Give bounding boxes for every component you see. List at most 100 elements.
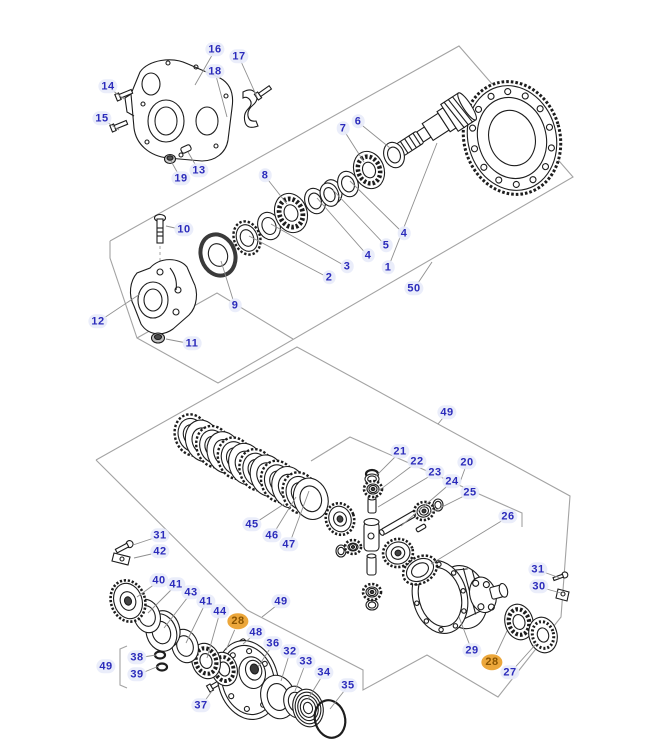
- callout-34[interactable]: 34: [314, 665, 334, 680]
- callout-7[interactable]: 7: [336, 121, 350, 136]
- callout-22[interactable]: 22: [407, 454, 427, 469]
- nut-11: [150, 332, 166, 344]
- callout-16[interactable]: 16: [205, 42, 225, 57]
- callout-27[interactable]: 27: [500, 665, 520, 680]
- callout-4[interactable]: 4: [397, 226, 411, 241]
- callout-2[interactable]: 2: [322, 270, 336, 285]
- callout-17[interactable]: 17: [229, 49, 249, 64]
- callout-13[interactable]: 13: [189, 163, 209, 178]
- pin-13: [180, 144, 192, 154]
- bearing-7: [352, 150, 386, 190]
- assembly_49_box: [95, 346, 571, 698]
- pinion-pin-23: [367, 495, 377, 514]
- callout-30[interactable]: 30: [529, 579, 549, 594]
- bevel-gear-25: [412, 500, 436, 522]
- callout-26[interactable]: 26: [498, 509, 518, 524]
- callout-24[interactable]: 24: [442, 474, 462, 489]
- callout-33[interactable]: 33: [296, 654, 316, 669]
- callout-40[interactable]: 40: [149, 573, 169, 588]
- callout-8[interactable]: 8: [258, 168, 272, 183]
- ring-low: [365, 599, 379, 611]
- callout-6[interactable]: 6: [351, 114, 365, 129]
- callout-1[interactable]: 1: [381, 260, 395, 275]
- gear-40: [109, 579, 147, 623]
- pinion-housing: [124, 59, 234, 162]
- callout-10[interactable]: 10: [174, 222, 194, 237]
- callout-37[interactable]: 37: [191, 698, 211, 713]
- callout-31[interactable]: 31: [528, 562, 548, 577]
- spacer-5: [319, 179, 343, 207]
- bracket_49_left: [119, 645, 128, 689]
- callout-29[interactable]: 29: [462, 643, 482, 658]
- nut-19: [163, 153, 177, 165]
- ring-38: [153, 650, 167, 660]
- callout-11[interactable]: 11: [182, 336, 202, 351]
- spider-pin-mid: [363, 517, 380, 552]
- callout-21[interactable]: 21: [390, 444, 410, 459]
- bearing-28-right: [504, 603, 534, 641]
- assembly_50_box: [109, 45, 574, 384]
- callout-41[interactable]: 41: [196, 594, 216, 609]
- callout-41[interactable]: 41: [166, 577, 186, 592]
- bearing-8: [273, 192, 309, 234]
- bolt-10: [153, 213, 167, 244]
- clamp-42: [111, 552, 131, 566]
- ring-39: [155, 662, 169, 672]
- bevel-gear-main: [324, 501, 356, 537]
- pinion-shaft: [396, 92, 477, 156]
- yoke-12: [129, 259, 198, 335]
- callout-20[interactable]: 20: [457, 455, 477, 470]
- oring-35: [313, 699, 347, 739]
- ring-gear: [461, 80, 563, 196]
- pin-25: [415, 523, 427, 533]
- callout-36[interactable]: 36: [263, 636, 283, 651]
- callout-9[interactable]: 9: [228, 298, 242, 313]
- callout-44[interactable]: 44: [210, 604, 230, 619]
- locknut-2: [232, 220, 262, 256]
- callout-50[interactable]: 50: [404, 281, 424, 296]
- callout-43[interactable]: 43: [181, 585, 201, 600]
- spider-pin-low: [366, 553, 377, 576]
- side-gear-21: [362, 479, 384, 499]
- ring-26: [401, 554, 439, 586]
- callout-5[interactable]: 5: [379, 238, 393, 253]
- callout-49[interactable]: 49: [96, 659, 116, 674]
- gear-low: [361, 582, 383, 602]
- clamp-30: [555, 588, 570, 602]
- callout-35[interactable]: 35: [338, 678, 358, 693]
- washer-4b: [337, 170, 359, 198]
- gear-small-left: [343, 538, 363, 556]
- callout-45[interactable]: 45: [242, 517, 262, 532]
- differential-spider-shaft: [378, 509, 420, 536]
- callout-18[interactable]: 18: [205, 64, 225, 79]
- callout-14[interactable]: 14: [98, 79, 118, 94]
- lever-bolt: [253, 84, 273, 101]
- callout-31[interactable]: 31: [150, 528, 170, 543]
- callout-15[interactable]: 15: [92, 111, 112, 126]
- callout-48[interactable]: 48: [246, 625, 266, 640]
- callout-42[interactable]: 42: [150, 544, 170, 559]
- exploded-parts: [109, 59, 570, 739]
- bearing-44: [191, 642, 221, 680]
- callout-39[interactable]: 39: [127, 667, 147, 682]
- clutch-plate-11: [292, 477, 329, 521]
- callout-47[interactable]: 47: [279, 537, 299, 552]
- callout-19[interactable]: 19: [171, 171, 191, 186]
- washer-6: [383, 141, 405, 169]
- callout-49[interactable]: 49: [271, 594, 291, 609]
- callout-12[interactable]: 12: [88, 314, 108, 329]
- callout-23[interactable]: 23: [425, 465, 445, 480]
- callout-28-highlighted[interactable]: 28: [227, 613, 249, 630]
- callout-28-highlighted[interactable]: 28: [481, 654, 503, 671]
- callout-38[interactable]: 38: [127, 650, 147, 665]
- callout-32[interactable]: 32: [280, 644, 300, 659]
- callout-3[interactable]: 3: [340, 259, 354, 274]
- callout-46[interactable]: 46: [262, 528, 282, 543]
- side-gear-center: [381, 537, 415, 569]
- washer-left: [335, 544, 347, 558]
- callout-25[interactable]: 25: [460, 485, 480, 500]
- callout-49[interactable]: 49: [437, 405, 457, 420]
- callout-4[interactable]: 4: [361, 248, 375, 263]
